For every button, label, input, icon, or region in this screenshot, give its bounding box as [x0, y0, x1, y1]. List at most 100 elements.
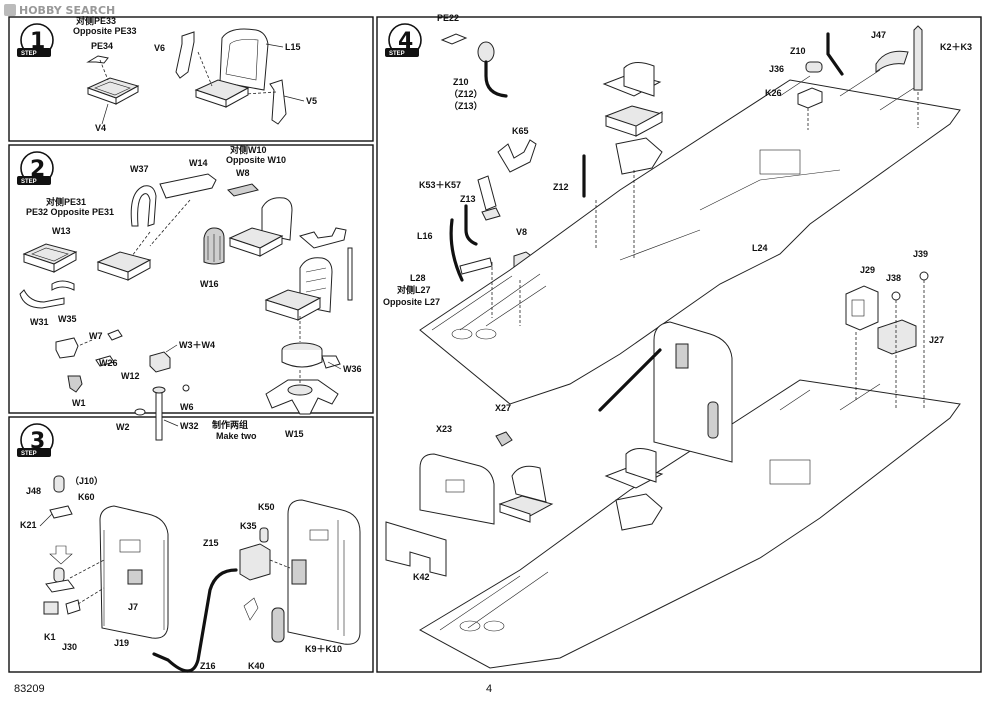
- part-x23-bulkhead-lower: [419, 453, 495, 525]
- label-l16: L16: [417, 231, 433, 241]
- part-w15-base: [265, 379, 339, 415]
- part-k53-column: [477, 175, 501, 221]
- part-j36-cylinder: [805, 61, 823, 73]
- label-k60: K60: [78, 492, 95, 502]
- label-pe31-cn: 对侧PE31: [46, 196, 86, 207]
- label-j39: J39: [913, 249, 928, 259]
- label-j48: J48: [26, 486, 41, 496]
- part-z13-rod: [464, 204, 478, 246]
- label-x23: X23: [436, 424, 452, 434]
- label-w32: W32: [180, 421, 199, 431]
- label-w8: W8: [236, 168, 250, 178]
- step3-tag: STEP: [21, 451, 37, 457]
- label-l27-en: Opposite L27: [383, 297, 440, 307]
- part-w7-bracket: [55, 337, 79, 359]
- part-z10-cable: [826, 32, 844, 76]
- part-z10-lever: [477, 41, 508, 98]
- label-j29: J29: [860, 265, 875, 275]
- label-j7: J7: [128, 602, 138, 612]
- label-j19: J19: [114, 638, 129, 648]
- label-l27-cn: 对侧L27: [397, 284, 431, 295]
- label-w1: W1: [72, 398, 86, 408]
- label-z13-a: （Z13）: [449, 101, 483, 111]
- part-pe34-bracket: [86, 55, 109, 64]
- label-z12: Z12: [553, 182, 569, 192]
- part-k21-mount: [49, 505, 73, 519]
- label-z15: Z15: [203, 538, 219, 548]
- part-seat-assembled-lower-right: [604, 448, 664, 531]
- label-w26: W26: [99, 358, 118, 368]
- label-k35: K35: [240, 521, 257, 531]
- step2-number: 2: [30, 157, 45, 182]
- part-seat-with-back-2: [228, 197, 293, 257]
- part-w14-frame: [159, 173, 217, 199]
- label-pe34: PE34: [91, 41, 113, 51]
- step2-badge: 2 STEP: [17, 151, 54, 185]
- part-j29-box: [845, 285, 879, 331]
- part-k40-extinguisher: [243, 597, 285, 643]
- part-bulkhead-rear-lower: [598, 321, 733, 463]
- step2-panel: [8, 144, 374, 414]
- part-pilot-seat-lower: [498, 465, 554, 523]
- label-w15: W15: [285, 429, 304, 439]
- part-l24-floor-upper: [419, 69, 961, 405]
- part-k2-antenna: [913, 25, 923, 91]
- label-w37: W37: [130, 164, 149, 174]
- part-seatpan-2: [96, 251, 152, 281]
- part-seat-bracket-upper: [298, 227, 347, 249]
- label-l28: L28: [410, 273, 426, 283]
- label-w36: W36: [343, 364, 362, 374]
- part-v4-seat: [86, 77, 140, 105]
- page-number: 4: [486, 683, 492, 695]
- label-k42: K42: [413, 572, 430, 582]
- part-pilot-seat-upper: [602, 62, 664, 175]
- label-j47: J47: [871, 30, 886, 40]
- part-mount-assembled: [45, 567, 75, 593]
- label-z16: Z16: [200, 661, 216, 671]
- part-j30-clip: [65, 599, 81, 615]
- step1-tag: STEP: [21, 51, 37, 57]
- step4-badge: 4 STEP: [385, 23, 422, 57]
- label-pe22: PE22: [437, 13, 459, 23]
- label-z10-a: Z10: [453, 77, 469, 87]
- label-j38: J38: [886, 273, 901, 283]
- label-k9-k10: K9＋K10: [305, 644, 342, 654]
- label-w35: W35: [58, 314, 77, 324]
- part-w2-washer: [134, 408, 146, 416]
- part-j27-box: [877, 319, 917, 355]
- step3-badge: 3 STEP: [17, 423, 54, 457]
- part-w12-block: [149, 351, 171, 373]
- kit-code: 83209: [14, 683, 45, 695]
- label-j36: J36: [769, 64, 784, 74]
- label-pe33-cn: 对侧PE33: [76, 15, 116, 26]
- part-z16-hose: [152, 568, 238, 673]
- part-k35-box: [239, 543, 271, 581]
- part-w16-cushion: [203, 227, 225, 265]
- label-w16: W16: [200, 279, 219, 289]
- label-w31: W31: [30, 317, 49, 327]
- part-bulkhead-right: [287, 499, 361, 645]
- part-l24-floor-lower: [418, 379, 961, 669]
- part-w37-frame: [130, 185, 157, 227]
- label-pe33-en: Opposite PE33: [73, 26, 137, 36]
- part-k26-mount: [797, 87, 823, 109]
- label-k53-k57: K53＋K57: [419, 180, 461, 190]
- part-w32-post: [152, 386, 166, 441]
- part-l16-cable: [449, 218, 464, 282]
- label-w10-en: Opposite W10: [226, 155, 286, 165]
- label-x27: X27: [495, 403, 511, 413]
- part-w31-rail: [19, 289, 65, 309]
- part-w36-base: [281, 342, 341, 369]
- part-j47-panel: [875, 50, 909, 74]
- label-z13: Z13: [460, 194, 476, 204]
- part-k1-block: [43, 601, 59, 615]
- label-z10: Z10: [790, 46, 806, 56]
- part-l15-backrest: [219, 28, 269, 91]
- label-w2: W2: [116, 422, 130, 432]
- label-k21: K21: [20, 520, 37, 530]
- part-w26-clip: [95, 355, 115, 367]
- step2-tag: STEP: [21, 179, 37, 185]
- step1-number: 1: [30, 29, 45, 54]
- step3-number: 3: [30, 429, 45, 454]
